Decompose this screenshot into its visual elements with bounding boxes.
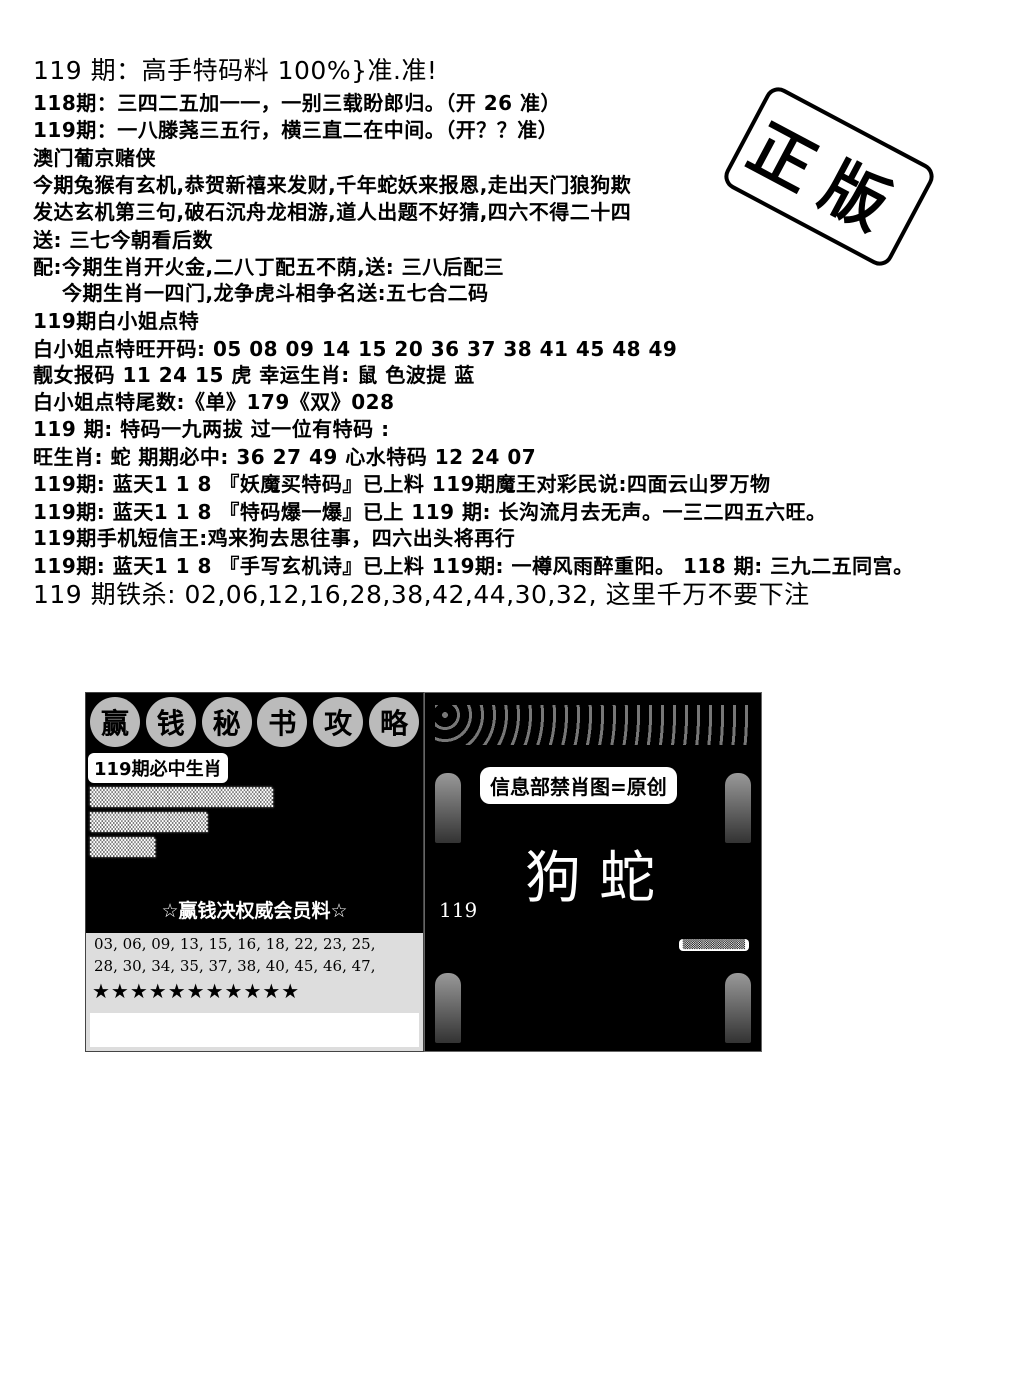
header-char: 秘 [201,697,252,747]
genuine-stamp: 正版 [719,82,939,271]
flower-border [435,705,751,745]
portrait-image [435,773,461,843]
text-line: 119期：一八滕荛三五行，横三直二在中间。（开？？准） [33,118,559,142]
panel-header: 赢 钱 秘 书 攻 略 [86,693,423,747]
portrait-image [725,773,751,843]
text-line: 119期手机短信王:鸡来狗去思往事，四六出头将再行 [33,526,516,550]
star-rating: ★★★★★★★★★★★ [92,979,301,1003]
text-line: 送: 三七今朝看后数 [33,228,213,252]
text-line: 118期：三四二五加一一，一别三载盼郎归。（开 26 准） [33,91,562,115]
portrait-image [435,973,461,1043]
header-char: 略 [368,697,419,747]
text-line: 今期生肖一四门,龙争虎斗相争名送:五七合二码 [62,281,489,305]
text-line: 白小姐点特旺开码: 05 08 09 14 15 20 36 37 38 41 … [33,337,678,361]
blurred-line: ▒▒▒▒▒▒▒▒▒ [90,813,208,833]
headline: 119 期：高手特码料 100%}准.准! [33,56,438,85]
small-caption: ▒▒▒▒▒▒▒▒▒ [678,939,749,951]
text-line: 119 期: 特码一九两拔 过一位有特码 : [33,417,390,441]
text-line-kill: 119 期铁杀: 02,06,12,16,28,38,42,44,30,32, … [33,580,810,609]
text-line: 119期: 蓝天1 1 8 『特码爆一爆』已上 119 期: 长沟流月去无声。一… [33,500,827,524]
text-line: 靓女报码 11 24 15 虎 幸运生肖: 鼠 色波提 蓝 [33,363,475,387]
text-line: 白小姐点特尾数:《单》179《双》028 [33,390,395,414]
header-char: 书 [257,697,308,747]
zodiac-tag: 119期必中生肖 [88,753,228,783]
text-line: 119期: 蓝天1 1 8 『妖魔买特码』已上料 119期魔王对彩民说:四面云山… [33,472,771,496]
blurred-line: ▒▒▒▒▒ [90,838,156,858]
header-char: 赢 [90,697,140,747]
left-image-panel: 赢 钱 秘 书 攻 略 119期必中生肖 ▒▒▒▒▒▒▒▒▒▒▒▒▒▒ ▒▒▒▒… [85,692,424,1052]
text-line: 旺生肖: 蛇 期期必中: 36 27 49 心水特码 12 24 07 [33,445,537,469]
issue-number: 119 [439,898,478,922]
numbers-row: 03, 06, 09, 13, 15, 16, 18, 22, 23, 25, [94,935,376,953]
text-line: 澳门葡京赌侠 [33,146,156,170]
header-char: 钱 [145,697,196,747]
portrait-image [725,973,751,1043]
panel-title: 信息部禁肖图=原创 [480,767,677,804]
text-line: 今期兔猴有玄机,恭贺新禧来发财,千年蛇妖来报恩,走出天门狼狗欺 [33,173,632,197]
text-line: 配:今期生肖开火金,二八丁配五不荫,送: 三八后配三 [33,255,505,279]
right-image-panel: 信息部禁肖图=原创 狗蛇 119 ▒▒▒▒▒▒▒▒▒ [424,692,762,1052]
blank-box [90,1013,419,1047]
text-line: 发达玄机第三句,破石沉舟龙相游,道人出题不好猜,四六不得二十四 [33,200,632,224]
zodiac-pick: 狗蛇 [525,846,673,911]
text-line: 119期: 蓝天1 1 8 『手写玄机诗』已上料 119期: 一樽风雨醉重阳。 … [33,554,914,578]
numbers-box: 03, 06, 09, 13, 15, 16, 18, 22, 23, 25, … [86,933,423,1051]
member-banner: ☆赢钱决权威会员料☆ [161,900,348,922]
blurred-line: ▒▒▒▒▒▒▒▒▒▒▒▒▒▒ [90,788,274,808]
numbers-row: 28, 30, 34, 35, 37, 38, 40, 45, 46, 47, [94,957,376,975]
text-line: 119期白小姐点特 [33,309,200,333]
header-char: 攻 [313,697,364,747]
